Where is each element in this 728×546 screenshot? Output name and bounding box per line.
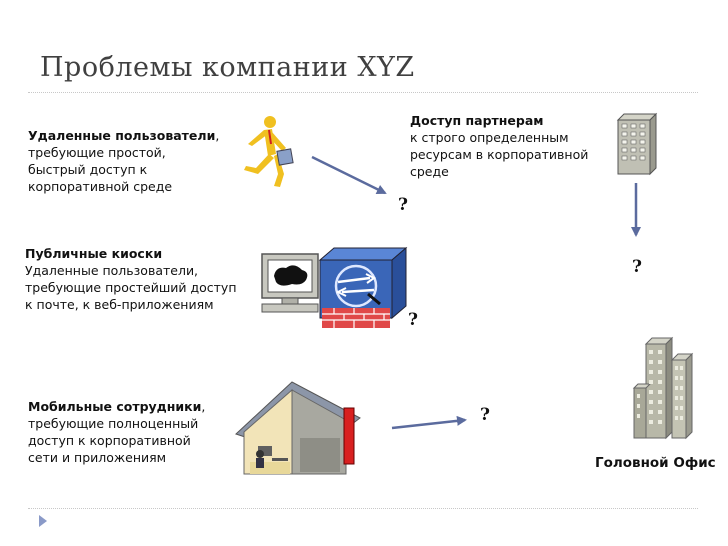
question-mark-kiosks: ?	[408, 310, 418, 330]
partners-line: к строго определенным	[410, 130, 569, 145]
arrow-mobile-to-question	[391, 415, 467, 430]
slide-title: Проблемы компании XYZ	[40, 52, 415, 83]
running-person-icon	[244, 116, 294, 187]
partners-text: Доступ партнерам к строго определенным р…	[410, 112, 610, 180]
partners-line: среде	[410, 164, 449, 179]
remote-users-line: требующие простой,	[28, 145, 166, 160]
firewall-icon	[318, 246, 408, 328]
remote-users-line: быстрый доступ к	[28, 162, 148, 177]
kiosk-computer-icon	[261, 253, 319, 313]
partners-heading: Доступ партнерам	[410, 113, 544, 128]
question-mark-partners: ?	[632, 257, 642, 277]
partners-line: ресурсам в корпоративной	[410, 147, 589, 162]
question-mark-mobile: ?	[480, 405, 490, 425]
mobile-employees-line: сети и приложениям	[28, 450, 167, 465]
home-office-icon	[235, 381, 361, 475]
public-kiosks-line: Удаленные пользователи,	[25, 263, 199, 278]
arrow-remote-to-question	[311, 155, 387, 195]
partner-building-icon	[616, 112, 658, 176]
public-kiosks-heading: Публичные киоски	[25, 246, 163, 261]
remote-users-comma: ,	[215, 128, 220, 143]
head-office-building-icon	[632, 336, 694, 440]
mobile-employees-text: Мобильные сотрудники, требующие полноцен…	[28, 398, 238, 466]
mobile-employees-heading: Мобильные сотрудники	[28, 399, 202, 414]
remote-users-heading: Удаленные пользователи	[28, 128, 216, 143]
public-kiosks-text: Публичные киоски Удаленные пользователи,…	[25, 245, 260, 313]
public-kiosks-line: требующие простейший доступ	[25, 280, 237, 295]
mobile-employees-line: доступ к корпоративной	[28, 433, 191, 448]
slide-nav-icon[interactable]	[38, 514, 48, 528]
bottom-divider	[28, 508, 698, 509]
public-kiosks-line: к почте, к веб-приложениям	[25, 297, 214, 312]
mobile-employees-comma: ,	[201, 399, 206, 414]
title-divider	[28, 92, 698, 93]
head-office-label: Головной Офис	[595, 455, 716, 471]
mobile-employees-line: требующие полноценный	[28, 416, 199, 431]
question-mark-remote: ?	[398, 195, 408, 215]
remote-users-text: Удаленные пользователи, требующие просто…	[28, 127, 243, 195]
remote-users-line: корпоративной среде	[28, 179, 173, 194]
